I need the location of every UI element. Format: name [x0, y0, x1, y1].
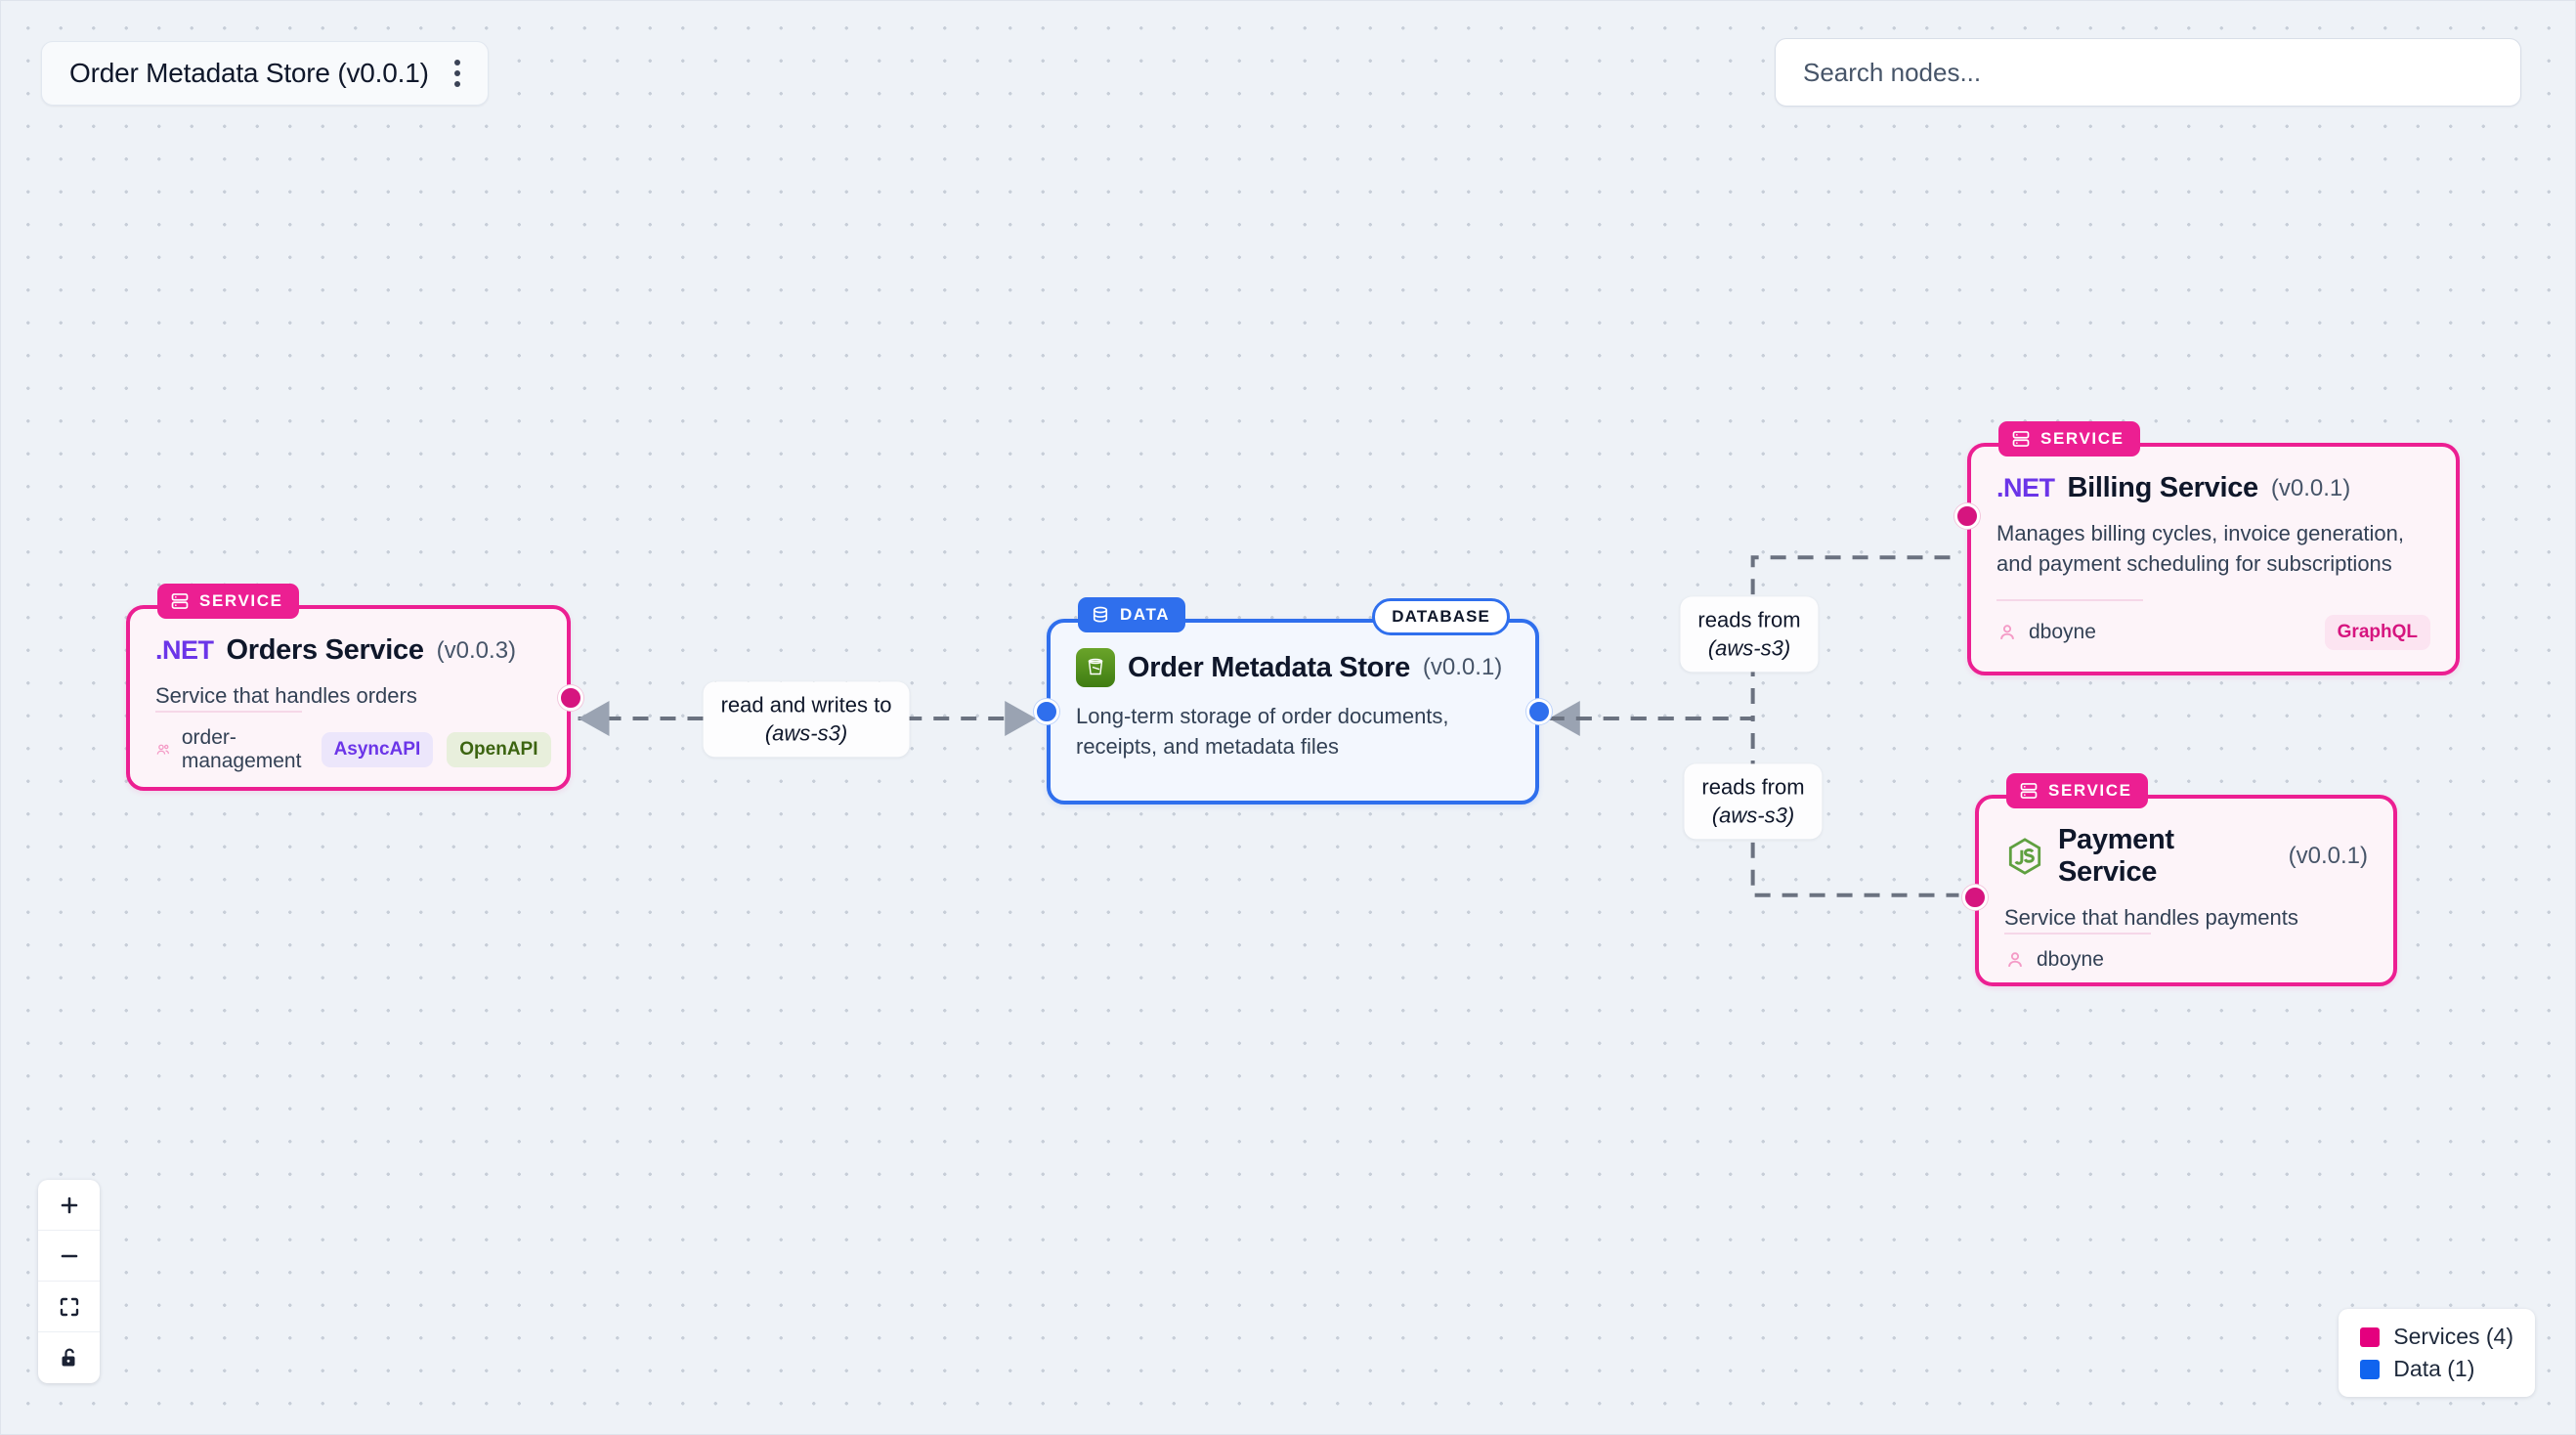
fit-view-button[interactable] — [38, 1282, 100, 1332]
users-icon — [156, 744, 170, 755]
node-type-label: SERVICE — [2040, 429, 2125, 448]
legend-item-data[interactable]: Data (1) — [2360, 1356, 2513, 1382]
dotnet-icon: .NET — [155, 635, 214, 665]
node-owner: dboyne — [2004, 948, 2104, 972]
node-orders-service[interactable]: SERVICE .NET Orders Service (v0.0.3) Ser… — [126, 584, 583, 791]
search-container[interactable] — [1775, 38, 2521, 107]
zoom-out-button[interactable] — [38, 1231, 100, 1282]
node-type-label: SERVICE — [2048, 781, 2132, 800]
edge-label-store-to-payment[interactable]: reads from (aws-s3) — [1684, 763, 1823, 840]
legend: Services (4) Data (1) — [2339, 1309, 2535, 1397]
server-icon — [2012, 431, 2030, 447]
edge-label-line2: (aws-s3) — [1711, 803, 1795, 827]
zoom-in-button[interactable] — [38, 1180, 100, 1231]
user-icon — [2008, 952, 2022, 968]
edge-label-line1: reads from — [1701, 774, 1805, 800]
node-order-metadata-store[interactable]: DATA DATABASE Order Metadata Store (v0.0… — [1034, 597, 1552, 804]
node-description: Service that handles payments — [2004, 905, 2298, 930]
owner-label: dboyne — [2037, 948, 2104, 972]
node-version: (v0.0.1) — [2288, 843, 2368, 869]
node-header: Payment Service (v0.0.1) — [2004, 824, 2368, 889]
node-payment-service[interactable]: SERVICE Payment Service (v0.0.1) Service… — [1962, 773, 2397, 986]
node-header: .NET Orders Service (v0.0.3) — [155, 634, 541, 667]
node-type-badge-service: SERVICE — [157, 584, 299, 619]
edge-label-line1: reads from — [1697, 607, 1801, 632]
node-footer: order-management AsyncAPI OpenAPI — [155, 711, 551, 773]
page-title: Order Metadata Store (v0.0.1) — [69, 58, 429, 88]
node-title: Billing Service — [2067, 472, 2259, 503]
node-title: Payment Service — [2058, 824, 2174, 888]
node-handle-left[interactable] — [1034, 699, 1059, 724]
node-footer: dboyne — [2004, 933, 2368, 972]
diagram-title-card: Order Metadata Store (v0.0.1) — [41, 41, 489, 106]
legend-swatch-data — [2360, 1359, 2381, 1379]
legend-label: Data (1) — [2393, 1356, 2475, 1381]
node-description: Manages billing cycles, invoice generati… — [1996, 521, 2405, 577]
pill-graphql[interactable]: GraphQL — [2324, 615, 2430, 650]
node-corner-pill-database: DATABASE — [1372, 598, 1510, 635]
node-handle-left[interactable] — [1954, 503, 1980, 529]
node-title: Orders Service — [226, 634, 424, 666]
node-handle-right[interactable] — [1526, 699, 1552, 724]
node-type-badge-service: SERVICE — [2006, 773, 2148, 808]
node-header: Order Metadata Store (v0.0.1) — [1076, 648, 1510, 687]
owner-label: dboyne — [2029, 621, 2096, 643]
node-type-label: SERVICE — [199, 591, 283, 610]
node-footer: dboyne GraphQL — [1996, 599, 2430, 650]
fit-screen-icon — [60, 1297, 78, 1316]
node-title: Order Metadata Store — [1128, 651, 1410, 683]
owner-label: order-management — [181, 726, 302, 773]
node-type-badge-data: DATA — [1078, 597, 1186, 632]
node-description: Long-term storage of order documents, re… — [1076, 704, 1449, 760]
kebab-menu-icon[interactable] — [449, 52, 466, 95]
toggle-interactivity-button[interactable] — [38, 1332, 100, 1383]
edge-label-orders-to-store[interactable]: read and writes to (aws-s3) — [703, 681, 910, 758]
server-icon — [2020, 783, 2038, 799]
node-type-badge-service: SERVICE — [1998, 421, 2140, 457]
node-owner: order-management — [155, 726, 308, 773]
minus-icon — [61, 1254, 77, 1257]
node-header: .NET Billing Service (v0.0.1) — [1996, 472, 2430, 504]
database-icon — [1093, 606, 1108, 623]
node-version: (v0.0.1) — [2270, 474, 2351, 501]
legend-item-services[interactable]: Services (4) — [2360, 1324, 2513, 1350]
node-type-label: DATA — [1120, 605, 1171, 624]
legend-swatch-services — [2360, 1326, 2381, 1347]
nodejs-js-icon — [2004, 836, 2045, 877]
legend-label: Services (4) — [2393, 1324, 2513, 1349]
dotnet-icon: .NET — [1996, 473, 2055, 502]
node-version: (v0.0.1) — [1422, 654, 1503, 680]
pill-openapi[interactable]: OpenAPI — [447, 732, 551, 768]
search-input[interactable] — [1803, 57, 2493, 88]
edge-label-store-to-billing[interactable]: reads from (aws-s3) — [1680, 596, 1819, 673]
unlock-icon — [62, 1348, 74, 1367]
node-handle-left[interactable] — [1962, 885, 1988, 910]
edge-label-line2: (aws-s3) — [1707, 635, 1791, 660]
server-icon — [171, 593, 189, 609]
pill-asyncapi[interactable]: AsyncAPI — [321, 732, 434, 768]
node-handle-right[interactable] — [558, 685, 583, 711]
plus-icon — [61, 1196, 77, 1213]
zoom-controls[interactable] — [38, 1180, 100, 1383]
node-description: Service that handles orders — [155, 683, 417, 708]
aws-s3-bucket-icon — [1076, 648, 1115, 687]
node-owner: dboyne — [1996, 621, 2096, 644]
user-icon — [2000, 625, 2014, 639]
node-billing-service[interactable]: SERVICE .NET Billing Service (v0.0.1) Ma… — [1954, 421, 2460, 675]
edge-label-line2: (aws-s3) — [764, 720, 848, 745]
edge-label-line1: read and writes to — [720, 692, 892, 718]
node-version: (v0.0.3) — [436, 636, 517, 664]
